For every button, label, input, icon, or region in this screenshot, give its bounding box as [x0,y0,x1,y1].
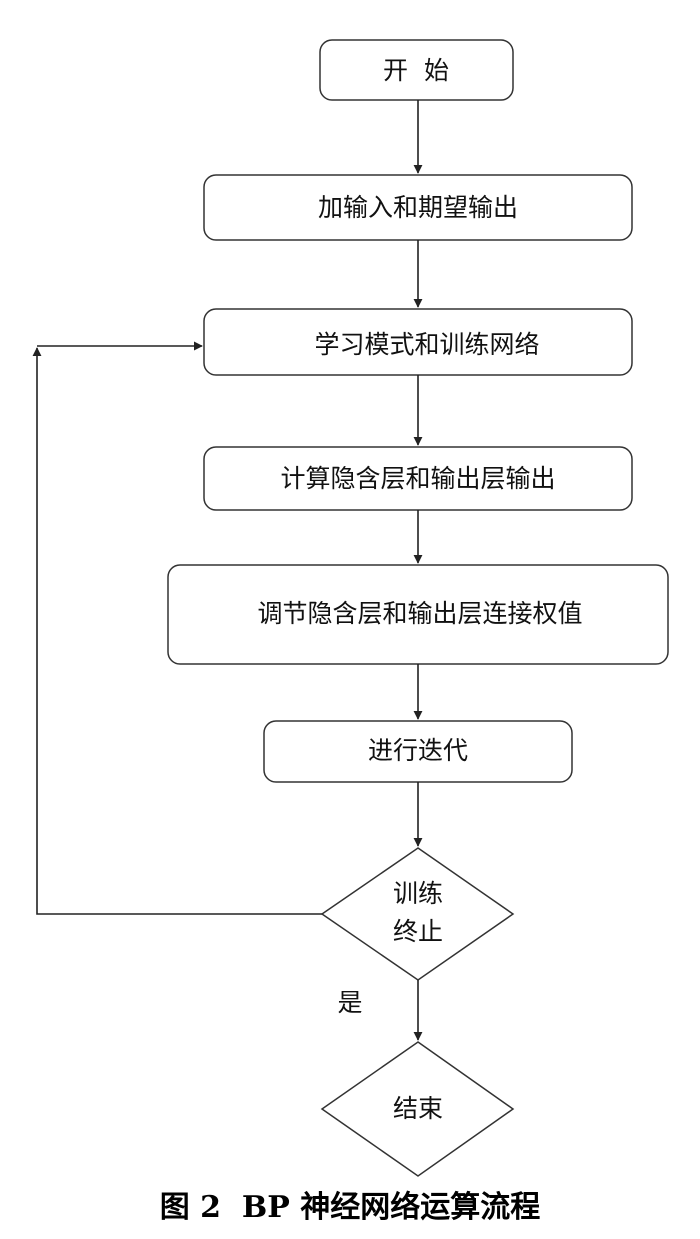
learn-node: 学习模式和训练网络 [203,308,633,376]
figure-caption: 图 2 BP 神经网络运算流程 [160,1190,541,1225]
input-node: 加输入和期望输出 [203,174,633,241]
start-node: 开 始 [319,39,514,101]
adjust-node-label: 调节隐含层和输出层连接权值 [257,599,582,628]
iterate-node-label: 进行迭代 [368,736,468,765]
iterate-node: 进行迭代 [263,720,573,783]
adjust-node: 调节隐含层和输出层连接权值 [167,564,669,665]
end-node-label: 结束 [393,1094,443,1123]
compute-node-label: 计算隐含层和输出层输出 [280,464,555,493]
yes-label: 是 [337,988,362,1017]
start-node-label: 开 始 [383,56,449,85]
end-node: 结束 [320,1041,515,1177]
learn-node-label: 学习模式和训练网络 [314,330,539,359]
compute-node: 计算隐含层和输出层输出 [203,446,633,511]
edge-decision-feedback-loop [32,347,322,915]
decision-node-label-line1: 训练 [393,879,443,908]
decision-node: 训练 终止 [320,847,515,981]
input-node-label: 加输入和期望输出 [318,193,518,222]
decision-node-label-line2: 终止 [393,917,443,946]
